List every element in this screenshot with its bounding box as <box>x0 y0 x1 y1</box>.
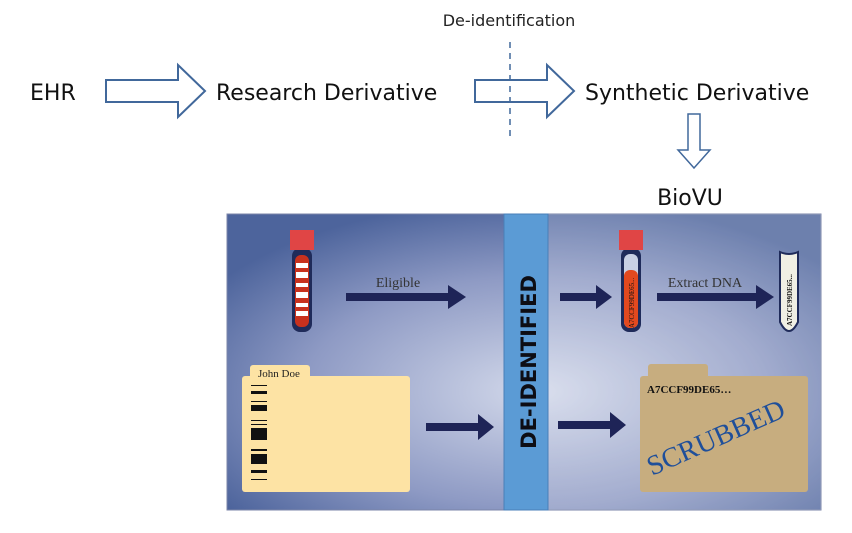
extract-dna-label: Extract DNA <box>668 276 743 291</box>
arrow-right-icon <box>657 285 774 309</box>
biovu-label: BioVU <box>657 186 723 211</box>
tube-sample-id: A7CCF99DE65... <box>628 277 636 328</box>
scrubbed-folder-icon <box>640 364 808 492</box>
dna-sample-id: A7CCF99DE65... <box>786 274 794 326</box>
blood-tube-icon <box>290 230 314 332</box>
down-arrow-icon <box>676 113 712 170</box>
deidentified-label: DE-IDENTIFIED <box>517 275 541 449</box>
dna-tube-icon <box>779 250 799 332</box>
arrow-right-icon <box>346 285 466 309</box>
arrow-right-icon <box>560 285 612 309</box>
eligible-label: Eligible <box>376 276 420 291</box>
arrow-right-icon <box>558 412 626 438</box>
arrow-right-icon <box>426 414 494 440</box>
synthetic-derivative-label: Synthetic Derivative <box>585 81 809 106</box>
folder-id: A7CCF99DE65… <box>647 384 731 396</box>
ehr-label: EHR <box>30 81 76 106</box>
deidentified-band <box>503 213 549 511</box>
outline-arrow-icon <box>105 62 207 120</box>
research-derivative-label: Research Derivative <box>216 81 437 106</box>
deidentification-label: De-identification <box>443 11 576 30</box>
folder-name: John Doe <box>258 368 300 380</box>
outline-arrow-icon <box>474 62 576 120</box>
patient-folder-icon <box>242 365 410 492</box>
coded-blood-tube-icon <box>619 230 643 332</box>
